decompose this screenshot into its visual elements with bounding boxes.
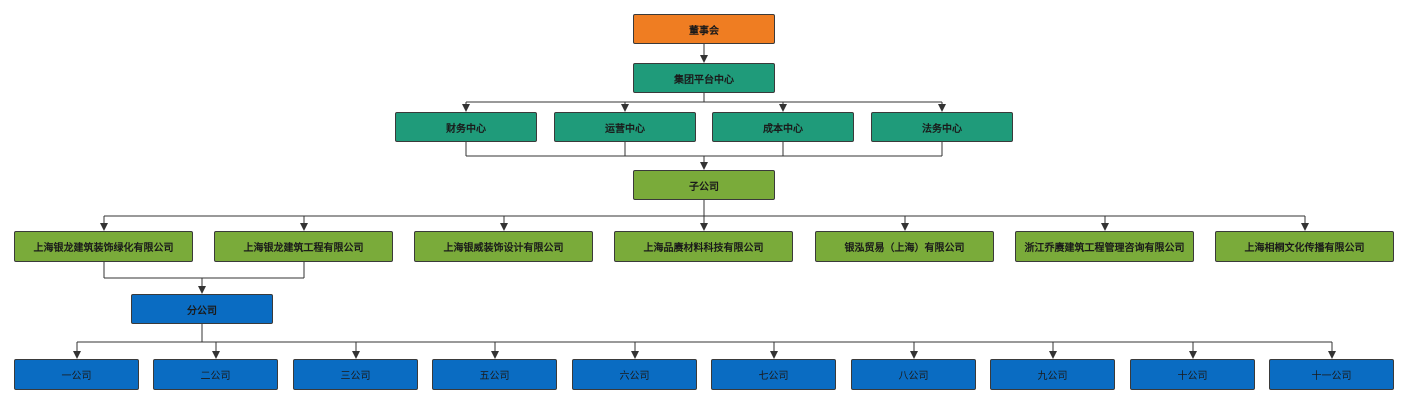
subsidiary-label: 浙江乔赓建筑工程管理咨询有限公司 (1024, 243, 1185, 254)
subsidiary-node: 银泓贸易（上海）有限公司 (815, 231, 994, 262)
branch-label: 一公司 (61, 371, 92, 382)
branch-label: 三公司 (340, 371, 371, 382)
board-node: 董事会 (633, 14, 775, 44)
branch-node: 八公司 (851, 359, 976, 390)
center-label: 财务中心 (446, 123, 486, 135)
branch-label: 九公司 (1037, 371, 1068, 382)
subsidiary-node: 浙江乔赓建筑工程管理咨询有限公司 (1015, 231, 1194, 262)
center-node-finance: 财务中心 (395, 112, 537, 142)
subsidiary-label: 上海银威装饰设计有限公司 (443, 243, 564, 254)
group-platform-node: 集团平台中心 (633, 63, 775, 93)
branch-label: 八公司 (898, 371, 929, 382)
center-node-cost: 成本中心 (712, 112, 854, 142)
subsidiary-node: 上海银龙建筑装饰绿化有限公司 (14, 231, 193, 262)
branch-label: 十一公司 (1311, 371, 1352, 382)
subsidiary-label: 上海银龙建筑装饰绿化有限公司 (33, 243, 174, 254)
branch-node: 一公司 (14, 359, 139, 390)
subsidiary-node: 上海品赓材料科技有限公司 (614, 231, 793, 262)
branch-node: 五公司 (432, 359, 557, 390)
center-label: 法务中心 (922, 123, 962, 135)
subsidiary-hub-label: 子公司 (689, 181, 719, 193)
center-node-operations: 运营中心 (554, 112, 696, 142)
board-label: 董事会 (689, 25, 719, 37)
subsidiary-label: 上海品赓材料科技有限公司 (643, 243, 764, 254)
subsidiary-label: 银泓贸易（上海）有限公司 (844, 243, 965, 254)
branch-node: 七公司 (711, 359, 836, 390)
branch-label: 二公司 (200, 371, 231, 382)
branch-label: 五公司 (479, 371, 510, 382)
branch-label: 六公司 (619, 371, 650, 382)
subsidiary-label: 上海银龙建筑工程有限公司 (243, 243, 364, 254)
branch-label: 十公司 (1177, 371, 1208, 382)
subsidiary-label: 上海相桐文化传播有限公司 (1244, 243, 1365, 254)
center-node-legal: 法务中心 (871, 112, 1013, 142)
branch-label: 七公司 (758, 371, 789, 382)
subsidiary-hub-node: 子公司 (633, 170, 775, 200)
branch-node: 十一公司 (1269, 359, 1394, 390)
center-label: 运营中心 (605, 123, 645, 135)
center-label: 成本中心 (763, 123, 803, 135)
branch-node: 二公司 (153, 359, 278, 390)
branch-hub-node: 分公司 (131, 294, 273, 324)
branch-node: 三公司 (293, 359, 418, 390)
branch-node: 十公司 (1130, 359, 1255, 390)
subsidiary-node: 上海银威装饰设计有限公司 (414, 231, 593, 262)
subsidiary-node: 上海相桐文化传播有限公司 (1215, 231, 1394, 262)
branch-hub-label: 分公司 (187, 305, 217, 317)
subsidiary-node: 上海银龙建筑工程有限公司 (214, 231, 393, 262)
branch-node: 六公司 (572, 359, 697, 390)
group-platform-label: 集团平台中心 (674, 74, 734, 86)
branch-node: 九公司 (990, 359, 1115, 390)
